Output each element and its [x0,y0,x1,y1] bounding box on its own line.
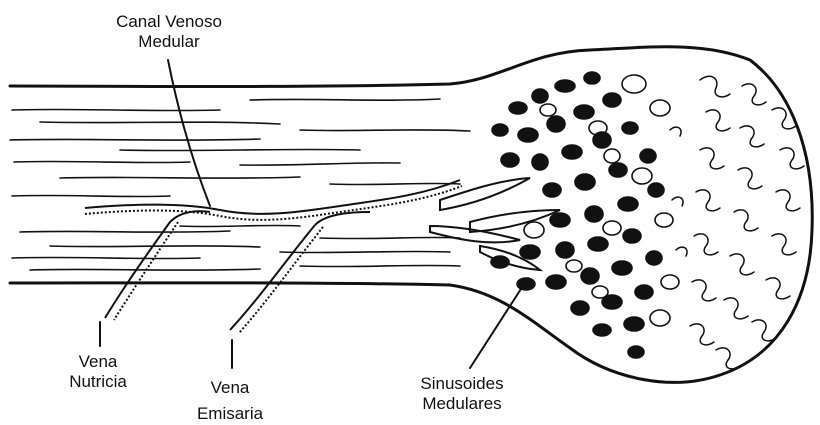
label-sinusoides-line1: Sinusoides [392,374,532,394]
cortical-striations [10,99,470,270]
label-sinusoides-line2: Medulares [392,394,532,414]
leader-canal-venoso [168,60,210,206]
label-vena-emisaria-line1: Vena [180,378,280,398]
vena-emisaria-vessel [230,212,370,333]
label-vena-emisaria-line2: Emisaria [180,404,280,424]
label-vena-nutricia-line1: Vena [48,352,148,372]
label-vena-nutricia: Vena Nutricia [48,352,148,392]
leader-lines [100,60,528,368]
label-sinusoides-medulares: Sinusoides Medulares [392,374,532,414]
bone-outline [10,47,812,383]
label-canal-venoso-line2: Medular [94,32,244,52]
label-vena-emisaria: Vena Emisaria [180,378,280,424]
label-canal-venoso-line1: Canal Venoso [94,12,244,32]
label-vena-nutricia-line2: Nutricia [48,372,148,392]
medullary-canal [85,180,462,220]
label-canal-venoso-medular: Canal Venoso Medular [94,12,244,52]
sinusoid-network [430,72,679,358]
vena-nutricia-vessel [105,211,210,320]
